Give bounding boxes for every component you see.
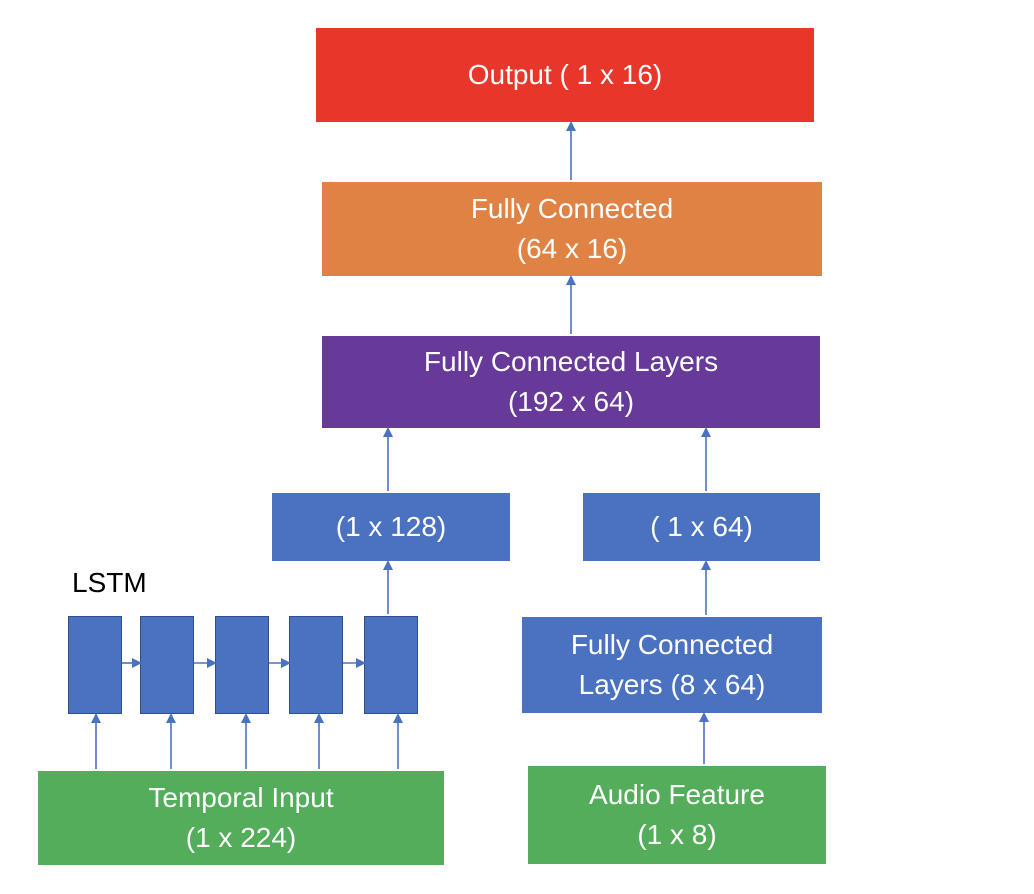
lstm-cell-1 <box>68 616 122 714</box>
audio-embedding-block: ( 1 x 64) <box>583 493 820 561</box>
temporal-input-dims: (1 x 224) <box>185 822 297 853</box>
lstm-cell-5 <box>364 616 418 714</box>
fully-connected-final-dims: (64 x 16) <box>516 233 628 264</box>
fully-connected-final-title: Fully Connected <box>470 193 674 224</box>
output-block: Output ( 1 x 16) <box>316 28 814 122</box>
fully-connected-layers-main-title: Fully Connected Layers <box>423 346 719 377</box>
temporal-embedding-label: (1 x 128) <box>335 511 447 542</box>
lstm-cell-3 <box>215 616 269 714</box>
fully-connected-final-block: Fully Connected (64 x 16) <box>322 182 822 276</box>
temporal-embedding-block: (1 x 128) <box>272 493 510 561</box>
temporal-input-block: Temporal Input (1 x 224) <box>38 771 444 865</box>
audio-feature-block: Audio Feature (1 x 8) <box>528 766 826 864</box>
audio-feature-title: Audio Feature <box>589 779 765 810</box>
audio-fully-connected-block: Fully Connected Layers (8 x 64) <box>522 617 822 713</box>
fully-connected-layers-main-dims: (192 x 64) <box>507 386 635 417</box>
output-label: Output ( 1 x 16) <box>467 59 663 90</box>
audio-fully-connected-title: Fully Connected <box>570 629 774 660</box>
audio-fully-connected-dims: Layers (8 x 64) <box>578 669 766 700</box>
lstm-label: LSTM <box>72 567 147 598</box>
fully-connected-layers-main-block: Fully Connected Layers (192 x 64) <box>322 336 820 428</box>
audio-feature-dims: (1 x 8) <box>637 819 717 850</box>
audio-embedding-label: ( 1 x 64) <box>650 511 753 542</box>
lstm-cell-2 <box>140 616 194 714</box>
temporal-input-title: Temporal Input <box>148 782 334 813</box>
